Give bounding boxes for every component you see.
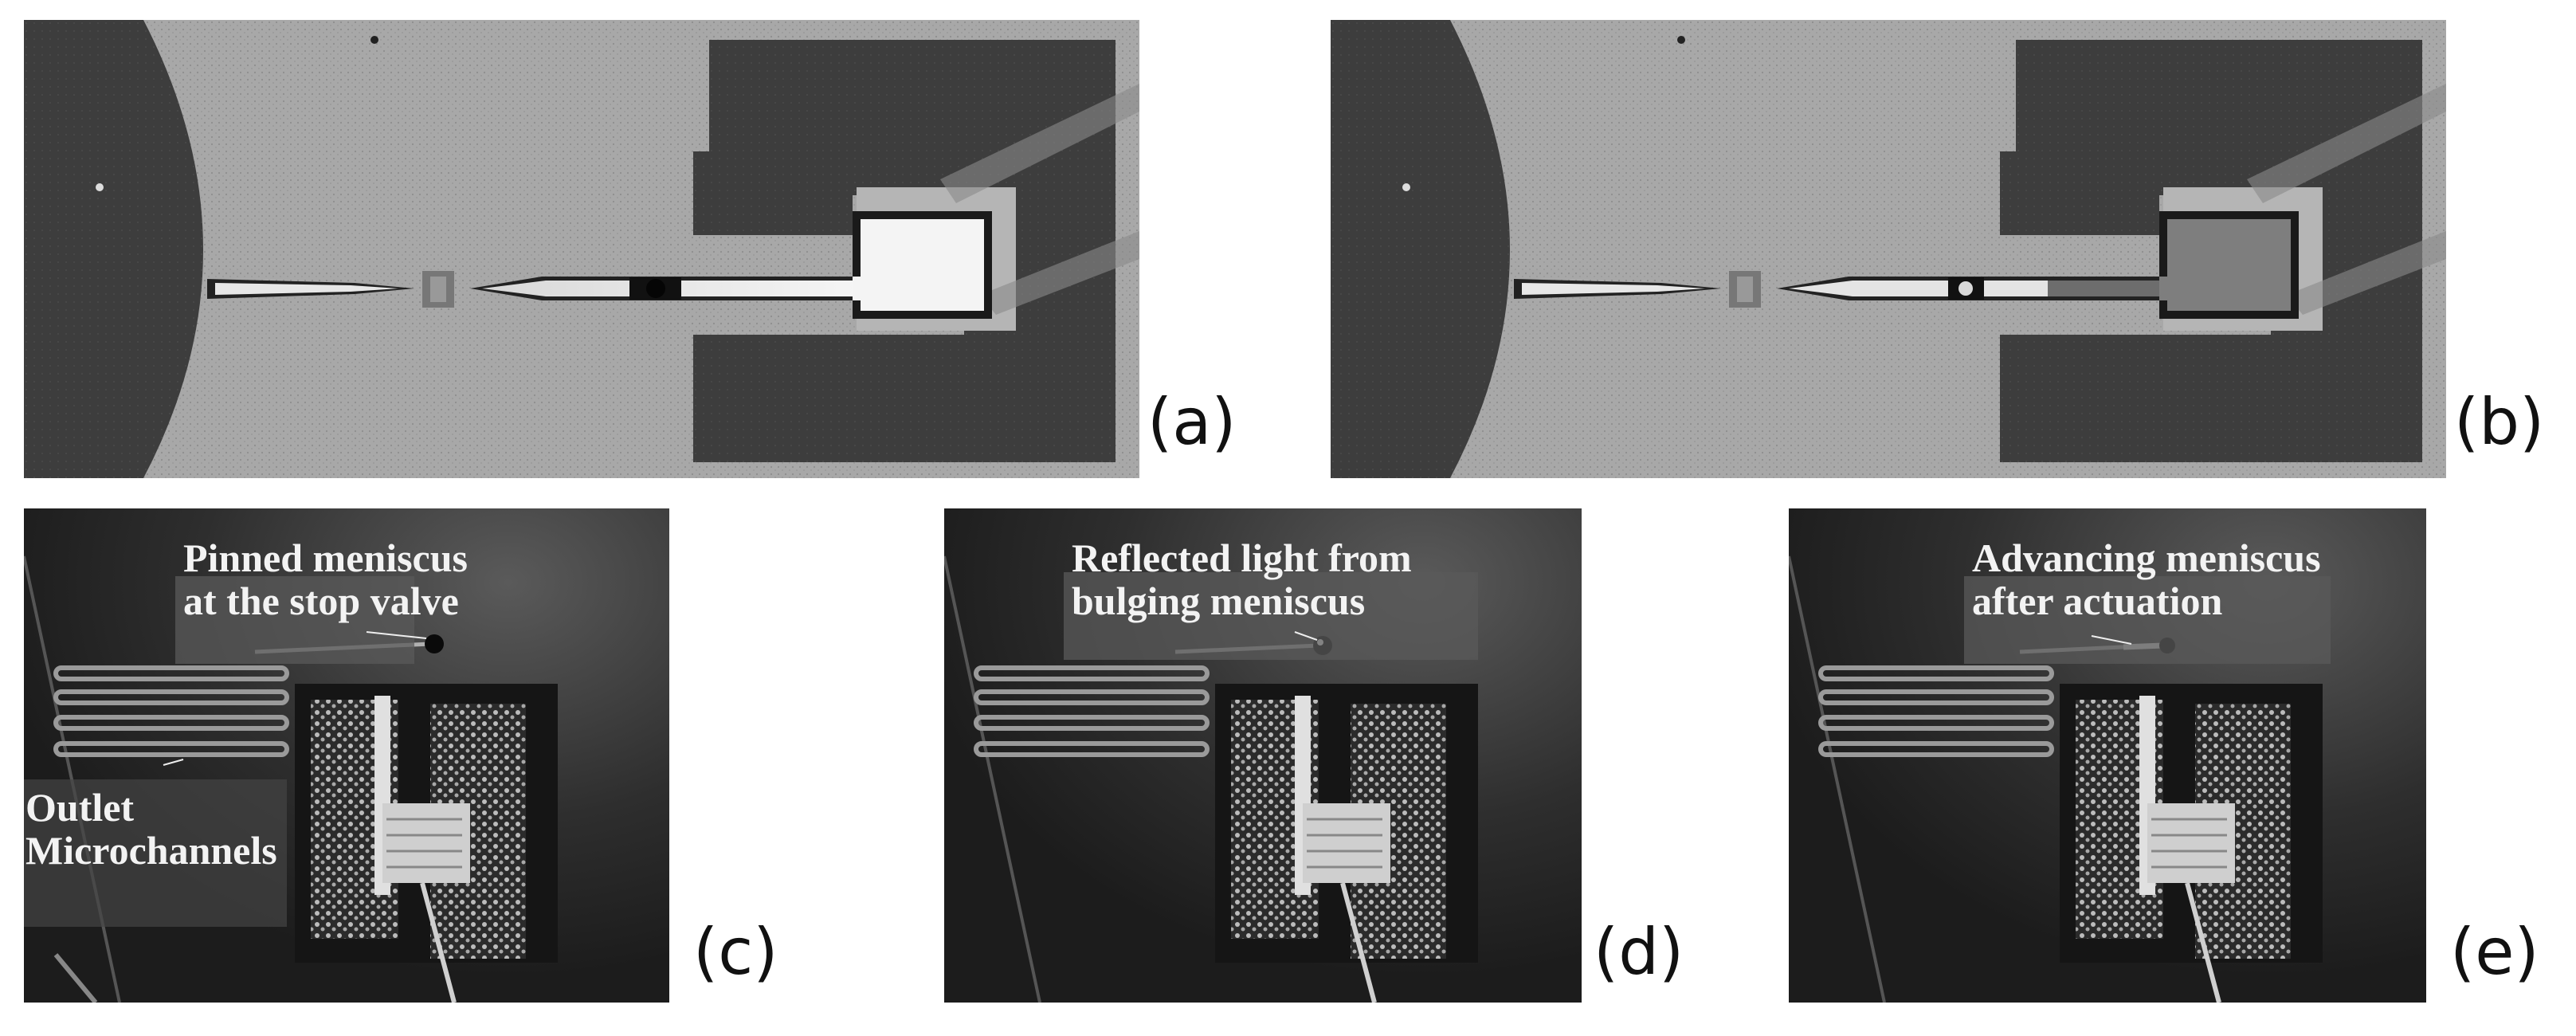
annotation-reflected-light: Reflected light from bulging meniscus xyxy=(1072,536,1412,622)
panel-b-image xyxy=(1331,20,2446,478)
panel-c-label: (c) xyxy=(693,915,778,989)
annotation-line: Reflected light from xyxy=(1072,536,1412,580)
panel-a-image xyxy=(24,20,1139,478)
annotation-pinned-meniscus: Pinned meniscus at the stop valve xyxy=(183,536,468,622)
annotation-advancing-meniscus: Advancing meniscus after actuation xyxy=(1972,536,2321,622)
annotation-line: Outlet xyxy=(25,785,135,830)
panel-b-label: (b) xyxy=(2454,385,2545,459)
panel-d-photo: Reflected light from bulging meniscus xyxy=(944,508,1582,1003)
panel-a-label: (a) xyxy=(1147,385,1237,459)
panel-e-photo: Advancing meniscus after actuation xyxy=(1789,508,2426,1003)
annotation-line: bulging meniscus xyxy=(1072,579,1366,623)
panel-c-image xyxy=(24,508,669,1003)
panel-a-micrograph xyxy=(24,20,1139,478)
panel-d-image xyxy=(944,508,1582,1003)
panel-e-image xyxy=(1789,508,2426,1003)
panel-d-label: (d) xyxy=(1594,915,1684,989)
panel-b-micrograph xyxy=(1331,20,2446,478)
annotation-line: Pinned meniscus xyxy=(183,536,469,580)
panel-c-photo: Pinned meniscus at the stop valve Outlet… xyxy=(24,508,669,1003)
annotation-outlet-microchannels: Outlet Microchannels xyxy=(25,786,277,872)
annotation-line: Microchannels xyxy=(25,828,277,873)
annotation-line: after actuation xyxy=(1972,579,2223,623)
annotation-line: Advancing meniscus xyxy=(1972,536,2321,580)
annotation-line: at the stop valve xyxy=(183,579,459,623)
panel-e-label: (e) xyxy=(2450,915,2539,989)
